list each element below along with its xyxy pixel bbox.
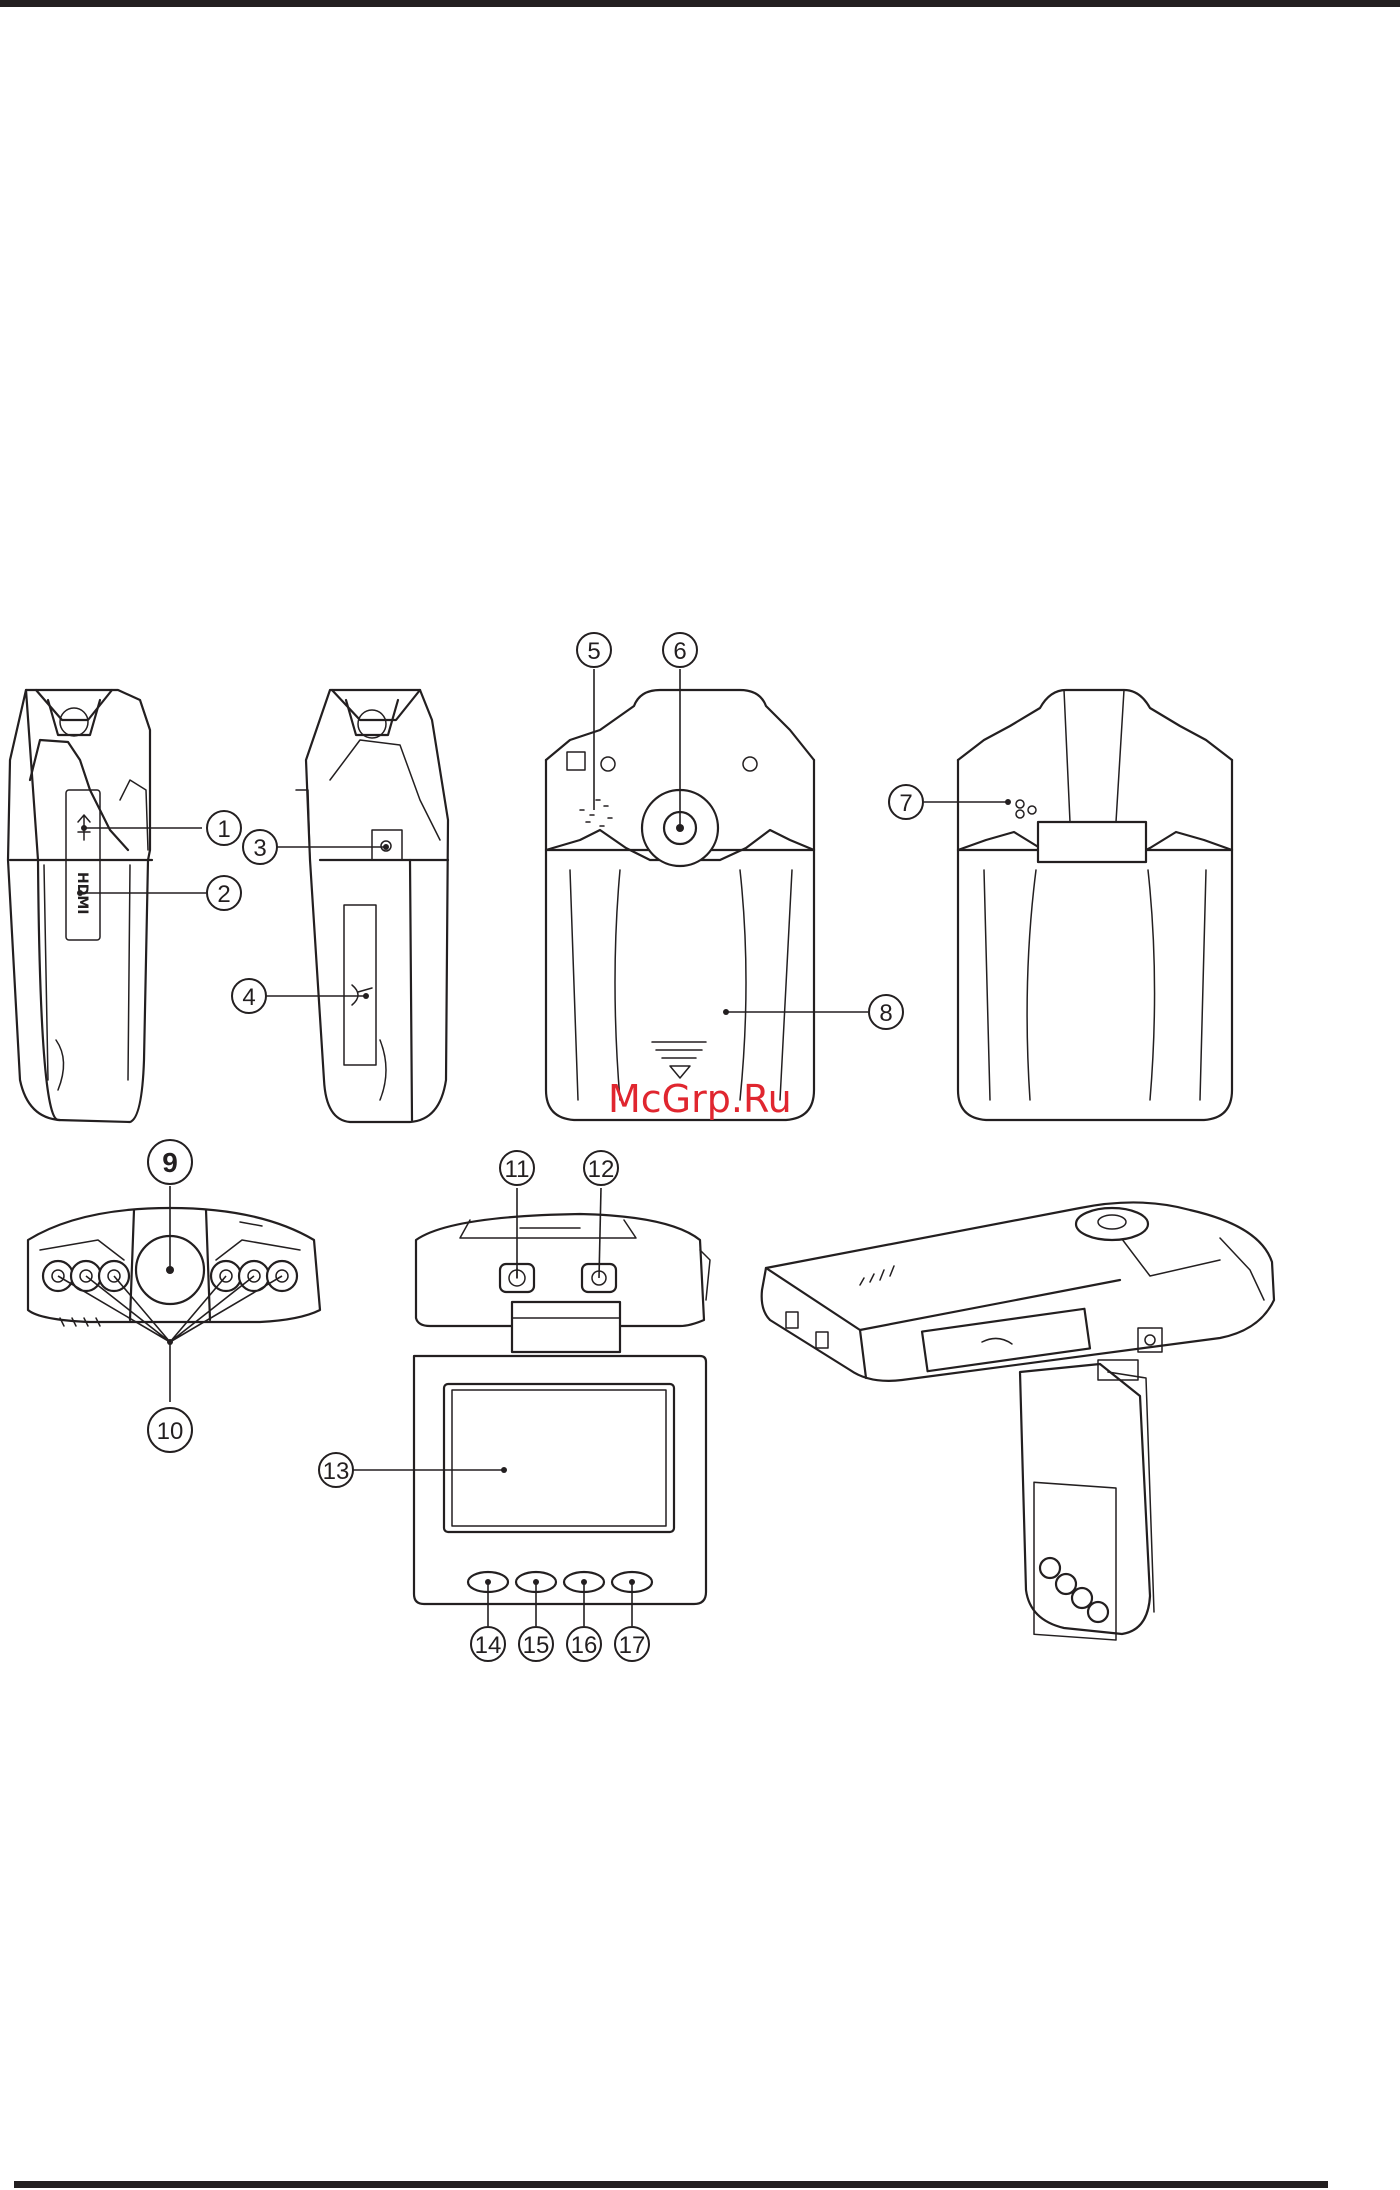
top-buttons-view xyxy=(416,1214,710,1352)
watermark: McGrp.Ru xyxy=(608,1077,792,1121)
callout-1: 1 xyxy=(207,811,241,845)
callout-14: 14 xyxy=(471,1627,505,1661)
callout-number: 5 xyxy=(587,638,600,665)
side-view-left: HDMI xyxy=(8,690,152,1122)
callout-17: 17 xyxy=(615,1627,649,1661)
callout-16: 16 xyxy=(567,1627,601,1661)
callout-number: 8 xyxy=(879,1000,892,1027)
callout-8: 8 xyxy=(869,995,903,1029)
perspective-view xyxy=(762,1202,1274,1640)
top-lens-view xyxy=(28,1208,320,1326)
callout-13: 13 xyxy=(319,1453,353,1487)
callout-number: 12 xyxy=(588,1156,615,1183)
leader-lines xyxy=(58,669,1011,1626)
front-view xyxy=(958,690,1232,1120)
screen-buttons-row xyxy=(468,1572,652,1592)
callout-number: 17 xyxy=(619,1632,646,1659)
callout-10: 10 xyxy=(148,1408,192,1452)
callout-2: 2 xyxy=(207,876,241,910)
callout-11: 11 xyxy=(500,1151,534,1185)
callout-number: 11 xyxy=(505,1156,530,1183)
callout-number: 10 xyxy=(157,1418,184,1445)
callout-number: 2 xyxy=(217,881,230,908)
callout-number: 16 xyxy=(571,1632,598,1659)
callout-number: 9 xyxy=(162,1147,178,1178)
side-view-right xyxy=(296,690,448,1122)
callout-number: 14 xyxy=(475,1632,502,1659)
callout-5: 5 xyxy=(577,633,611,667)
callout-number: 4 xyxy=(242,984,255,1011)
lcd-screen-view xyxy=(414,1356,706,1604)
callout-4: 4 xyxy=(232,979,266,1013)
callout-6: 6 xyxy=(663,633,697,667)
callout-number: 13 xyxy=(323,1458,350,1485)
callout-9: 9 xyxy=(148,1140,192,1184)
callout-15: 15 xyxy=(519,1627,553,1661)
callout-7: 7 xyxy=(889,785,923,819)
callout-number: 15 xyxy=(523,1632,550,1659)
callout-number: 6 xyxy=(673,638,686,665)
callout-number: 3 xyxy=(253,835,266,862)
callout-number: 1 xyxy=(217,816,230,843)
callout-12: 12 xyxy=(584,1151,618,1185)
callout-number: 7 xyxy=(899,790,912,817)
callout-3: 3 xyxy=(243,830,277,864)
